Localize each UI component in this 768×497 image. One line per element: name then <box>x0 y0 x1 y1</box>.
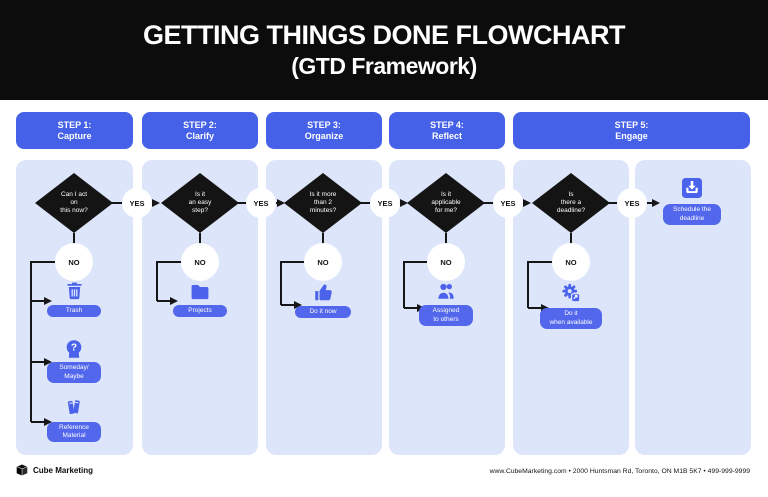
page-title-line1: GETTING THINGS DONE FLOWCHART <box>143 20 625 50</box>
step-header-engage: STEP 5: Engage <box>513 112 750 149</box>
projects-folder-icon <box>189 281 211 303</box>
step-label: STEP 3: <box>307 119 341 130</box>
outcome-label: deadline <box>679 214 705 222</box>
outcome-label: Maybe <box>64 372 84 380</box>
question-line: applicable <box>431 199 461 206</box>
step-label: STEP 2: <box>183 119 217 130</box>
question-line: on <box>70 199 78 206</box>
question-line: Is it <box>194 191 206 198</box>
step-name: Clarify <box>185 130 214 141</box>
question-line: Is it more <box>309 191 337 198</box>
no-label-4: NO <box>427 243 465 281</box>
step-header-reflect: STEP 4: Reflect <box>389 112 505 149</box>
step-label: STEP 5: <box>614 119 649 130</box>
assigned-people-icon <box>435 280 457 302</box>
step-name: Reflect <box>431 130 462 141</box>
outcome-label: Do it now <box>309 307 337 315</box>
question-line: an easy <box>188 199 212 206</box>
no-label-1: NO <box>55 243 93 281</box>
outcome-assigned-to-others: Assigned to others <box>419 305 473 326</box>
question-line: there a <box>560 199 582 206</box>
yes-label-5: YES <box>617 188 647 218</box>
svg-text:?: ? <box>71 342 77 353</box>
gear-shortcut-icon <box>560 282 582 304</box>
question-line: Is <box>568 191 574 198</box>
outcome-label: Assigned <box>432 307 460 314</box>
question-line: this now? <box>60 207 88 214</box>
step-label: STEP 1: <box>57 119 92 130</box>
question-line: Can I act <box>60 191 87 198</box>
yes-label-3: YES <box>370 188 400 218</box>
no-label-5: NO <box>552 243 590 281</box>
brand-name: Cube Marketing <box>33 465 94 475</box>
outcome-label: to others <box>433 315 459 323</box>
cube-icon <box>16 464 28 476</box>
outcome-label: Someday/ <box>59 364 89 371</box>
question-line: deadline? <box>556 207 586 214</box>
outcome-someday-maybe: Someday/ Maybe <box>47 362 101 383</box>
yes-label-1: YES <box>122 188 152 218</box>
outcome-label: Schedule the <box>673 206 711 213</box>
outcome-label: Do it <box>564 310 578 317</box>
outcome-reference-material: Reference Material <box>47 422 101 442</box>
someday-question-head-icon: ? <box>63 338 85 360</box>
outcome-label: Projects <box>188 306 212 314</box>
step-header-capture: STEP 1: Capture <box>16 112 133 149</box>
page-title-line2: (GTD Framework) <box>291 53 477 79</box>
no-label-3: NO <box>304 243 342 281</box>
footer-contact-info: www.CubeMarketing.com • 2000 Huntsman Rd… <box>489 468 750 475</box>
header-banner: GETTING THINGS DONE FLOWCHART (GTD Frame… <box>0 0 768 100</box>
yes-label-2: YES <box>246 188 276 218</box>
outcome-label: when available <box>549 318 593 326</box>
outcome-label: Trash <box>65 306 83 314</box>
outcome-do-it-now: Do it now <box>295 306 351 318</box>
thumbs-up-icon <box>312 281 334 303</box>
outcome-schedule-deadline: Schedule the deadline <box>663 204 721 225</box>
step-name: Organize <box>304 130 344 141</box>
question-line: than 2 <box>313 199 333 206</box>
outcome-label: Material <box>62 432 86 439</box>
question-line: step? <box>192 207 208 214</box>
question-line: for me? <box>434 207 458 214</box>
outcome-trash: Trash <box>47 305 101 317</box>
trash-icon <box>64 280 85 301</box>
brand-logo: Cube Marketing <box>16 464 93 476</box>
no-label-2: NO <box>181 243 219 281</box>
step-name: Capture <box>57 130 92 141</box>
step-header-clarify: STEP 2: Clarify <box>142 112 258 149</box>
schedule-download-icon <box>680 176 704 200</box>
step-label: STEP 4: <box>430 119 464 130</box>
outcome-label: Reference <box>59 423 89 431</box>
question-line: minutes? <box>309 207 337 214</box>
question-line: Is it <box>440 191 452 198</box>
step-header-organize: STEP 3: Organize <box>266 112 382 149</box>
outcome-do-it-when-available: Do it when available <box>540 308 602 329</box>
yes-label-4: YES <box>493 188 523 218</box>
outcome-projects: Projects <box>173 305 227 317</box>
reference-books-icon <box>63 396 85 418</box>
step-name: Engage <box>615 130 648 141</box>
